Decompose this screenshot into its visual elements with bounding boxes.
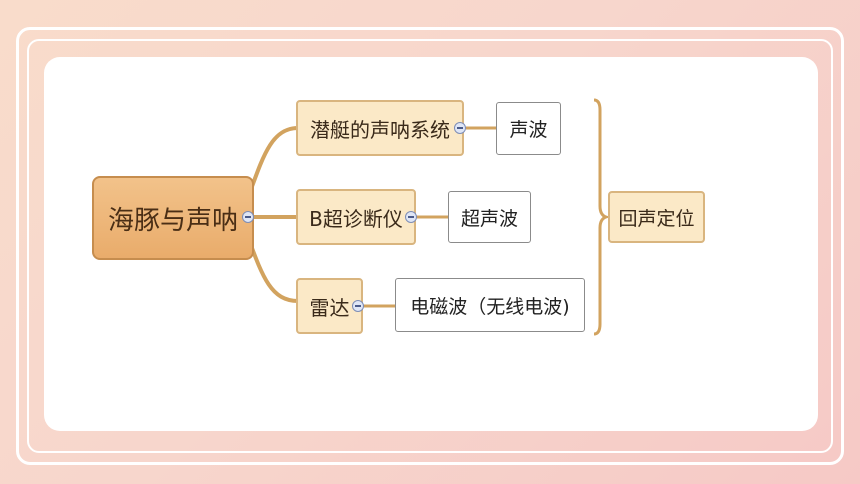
root-node[interactable]: 海豚与声呐 [92, 176, 254, 260]
branch-node-b-ultrasound[interactable]: B超诊断仪 [296, 189, 416, 245]
branch-3-collapse-icon[interactable] [352, 300, 364, 312]
leaf-node-sound-wave[interactable]: 声波 [496, 102, 561, 155]
branch-1-collapse-icon[interactable] [454, 122, 466, 134]
leaf-node-ultrasonic-wave[interactable]: 超声波 [448, 191, 531, 243]
leaf-node-electromagnetic-wave[interactable]: 电磁波（无线电波) [395, 278, 585, 332]
branch-node-submarine-sonar[interactable]: 潜艇的声呐系统 [296, 100, 464, 156]
inner-frame [27, 39, 833, 453]
root-collapse-icon[interactable] [242, 211, 254, 223]
summary-brace [593, 98, 611, 336]
summary-node-echolocation[interactable]: 回声定位 [608, 191, 705, 243]
branch-node-radar[interactable]: 雷达 [296, 278, 363, 334]
outer-frame [16, 27, 844, 465]
branch-2-collapse-icon[interactable] [405, 211, 417, 223]
